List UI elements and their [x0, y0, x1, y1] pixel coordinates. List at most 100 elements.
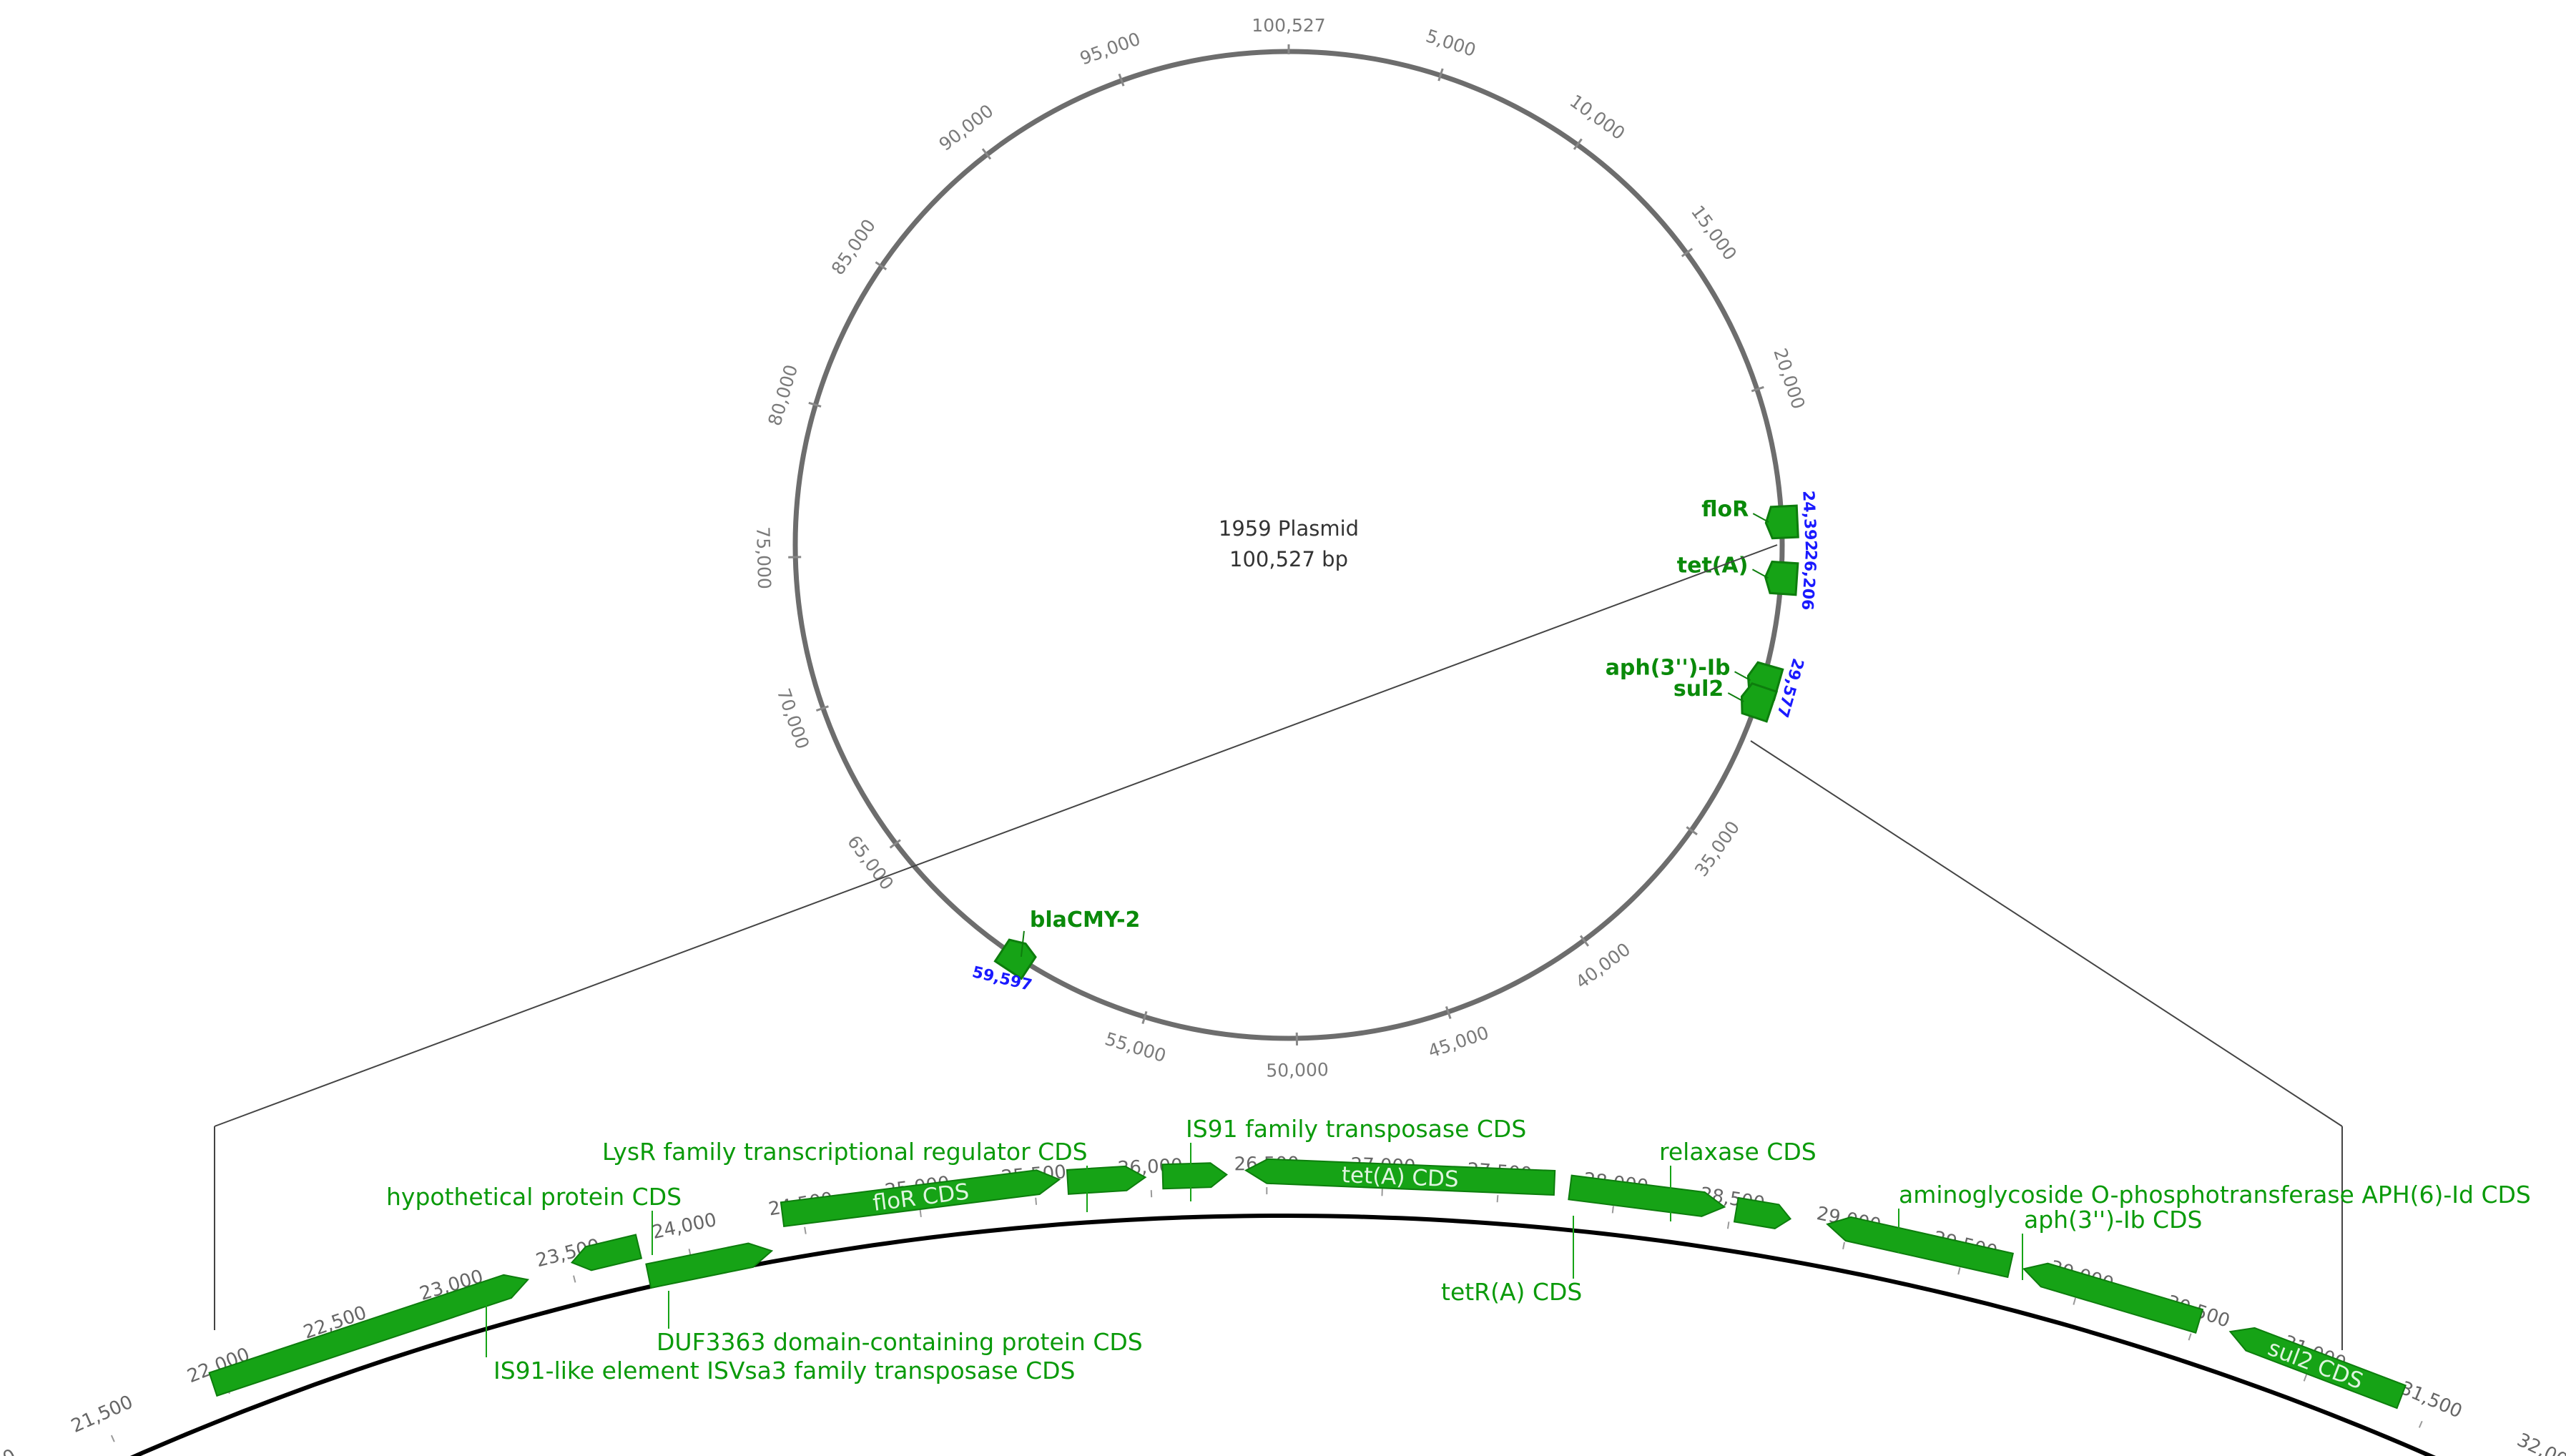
gene-marker[interactable] [1764, 560, 1799, 596]
circular-tick-mark [1445, 1005, 1452, 1019]
gene-position-label: 24,392 [1799, 490, 1819, 551]
circular-tick-mark [889, 839, 901, 849]
circular-tick-mark [981, 148, 992, 160]
feature-arrow[interactable] [1244, 1158, 1556, 1196]
circular-tick-mark [1579, 935, 1590, 947]
feature-is91-like-element-isvsa3-family-transposase-cds[interactable] [208, 1268, 532, 1397]
feature-label-duf3363-domain-containing-protein-cds: DUF3363 domain-containing protein CDS [657, 1291, 1143, 1356]
linear-tick-label: 31,500 [2397, 1377, 2465, 1422]
plasmid-backbone-circle [792, 49, 1785, 1041]
feature-label: LysR family transcriptional regulator CD… [602, 1138, 1088, 1166]
circular-tick-mark [875, 261, 888, 270]
linear-tick-label: 21,500 [68, 1392, 136, 1437]
feature-label: DUF3363 domain-containing protein CDS [657, 1328, 1143, 1356]
feature-arrow[interactable] [645, 1239, 774, 1289]
feature-label-is91-like-element-isvsa3-family-transposase-cds: IS91-like element ISVsa3 family transpos… [486, 1294, 1075, 1384]
gene-marker[interactable] [1736, 682, 1779, 723]
gene-label: aph(3'')-Ib [1606, 655, 1731, 680]
circular-tick-label: 20,000 [1769, 345, 1809, 411]
feature-tet-a-cds[interactable]: tet(A) CDS [1244, 1158, 1556, 1196]
feature-tetr-a-cds[interactable] [1568, 1174, 1726, 1219]
gene-leader [1752, 513, 1769, 523]
gene-label: sul2 [1673, 677, 1724, 702]
feature-arrow[interactable] [208, 1268, 532, 1397]
feature-label-aph-3-ib-cds: aph(3'')-Ib CDS [2022, 1206, 2202, 1280]
circular-tick-mark [1437, 68, 1444, 82]
circular-gene-tet-a-[interactable]: tet(A) 26,206 [1677, 549, 1819, 611]
feature-label: aph(3'')-Ib CDS [2024, 1206, 2202, 1234]
feature-is91-family-transposase-cds[interactable] [1161, 1162, 1228, 1190]
gene-label: blaCMY-2 [1030, 907, 1141, 933]
feature-label: hypothetical protein CDS [386, 1183, 682, 1211]
circular-tick-mark [808, 401, 822, 408]
circular-tick-label: 55,000 [1103, 1028, 1169, 1066]
gene-leader [1734, 671, 1751, 682]
feature-label: tetR(A) CDS [1441, 1278, 1582, 1306]
gene-position-label: 26,206 [1798, 549, 1820, 611]
feature-sul2-cds[interactable]: sul2 CDS [2226, 1320, 2407, 1410]
linear-tick-mark [2073, 1297, 2077, 1305]
circular-gene-sul2[interactable]: sul2 [1673, 677, 1779, 723]
circular-tick-mark [1141, 1010, 1148, 1024]
linear-tick-mark [919, 1209, 922, 1218]
feature-relaxase-cds[interactable] [1733, 1196, 1792, 1231]
circular-tick-label: 95,000 [1077, 29, 1143, 69]
zoom-projection [214, 544, 2343, 1350]
linear-tick-mark [1957, 1267, 1961, 1275]
gene-leader [1751, 569, 1769, 579]
linear-tick-mark [804, 1226, 807, 1234]
linear-tick-label: 21,000 [0, 1445, 19, 1456]
circular-tick-label: 70,000 [773, 686, 813, 752]
feature-arrow[interactable] [1733, 1196, 1792, 1231]
gene-leader [1727, 692, 1744, 702]
feature-label: relaxase CDS [1659, 1138, 1817, 1166]
feature-label: IS91 family transposase CDS [1186, 1115, 1526, 1143]
circular-tick-mark [1573, 138, 1583, 150]
circular-tick-label: 80,000 [765, 363, 802, 428]
feature-arrow[interactable] [2020, 1257, 2204, 1334]
feature-arrow[interactable] [569, 1234, 643, 1274]
circular-tick-label: 40,000 [1572, 939, 1634, 993]
circular-tick-label: 90,000 [935, 100, 998, 154]
circular-tick-label: 45,000 [1425, 1022, 1491, 1062]
gene-leader [1020, 930, 1025, 957]
feature-arrow[interactable] [1161, 1162, 1228, 1190]
circular-tick-mark [1686, 826, 1698, 836]
gene-label: tet(A) [1677, 553, 1749, 578]
gene-marker[interactable] [993, 935, 1038, 980]
gene-label: floR [1701, 497, 1749, 522]
feature-arrow[interactable] [1568, 1174, 1726, 1219]
gene-marker[interactable] [1764, 504, 1799, 540]
linear-tick-label: 24,000 [650, 1209, 718, 1244]
circular-tick-label: 85,000 [827, 215, 880, 279]
circular-tick-label: 35,000 [1691, 817, 1744, 880]
origin-label: 100,527 [1252, 15, 1325, 36]
feature-label: aminoglycoside O-phosphotransferase APH(… [1899, 1181, 2531, 1209]
linear-tick-label: 32,000 [2514, 1430, 2566, 1456]
feature-aph-3-ib-cds[interactable] [2020, 1257, 2204, 1334]
linear-tick-mark [2303, 1374, 2308, 1382]
circular-gene-flor[interactable]: floR 24,392 [1701, 490, 1819, 551]
circular-map: 5,00010,00015,00020,00035,00040,00045,00… [752, 15, 1819, 1081]
feature-arrow[interactable] [1824, 1212, 2014, 1279]
feature-label-relaxase-cds: relaxase CDS [1659, 1138, 1817, 1221]
circular-tick-label: 65,000 [843, 832, 898, 894]
feature-label-is91-family-transposase-cds: IS91 family transposase CDS [1186, 1115, 1526, 1201]
plasmid-length: 100,527 bp [1229, 547, 1348, 571]
feature-aminoglycoside-o-phosphotransferase-aph-6-id-cds[interactable] [1824, 1212, 2014, 1279]
feature-label-lysr-family-transcriptional-regulator-cds: LysR family transcriptional regulator CD… [602, 1138, 1088, 1212]
feature-inner-label: tet(A) CDS [1341, 1162, 1459, 1193]
circular-tick-mark [1681, 247, 1694, 257]
feature-arrow[interactable] [2226, 1320, 2407, 1410]
feature-label: IS91-like element ISVsa3 family transpos… [493, 1357, 1075, 1384]
circular-tick-label: 5,000 [1423, 25, 1478, 61]
feature-duf3363-domain-containing-protein-cds[interactable] [645, 1239, 774, 1289]
zoom-line-right [1750, 740, 2343, 1127]
feature-hypothetical-protein-cds[interactable] [569, 1234, 643, 1274]
plasmid-name: 1959 Plasmid [1219, 516, 1359, 541]
feature-arrow[interactable] [780, 1168, 1061, 1228]
circular-tick-label: 50,000 [1266, 1059, 1329, 1081]
linear-tick-mark [573, 1275, 576, 1283]
